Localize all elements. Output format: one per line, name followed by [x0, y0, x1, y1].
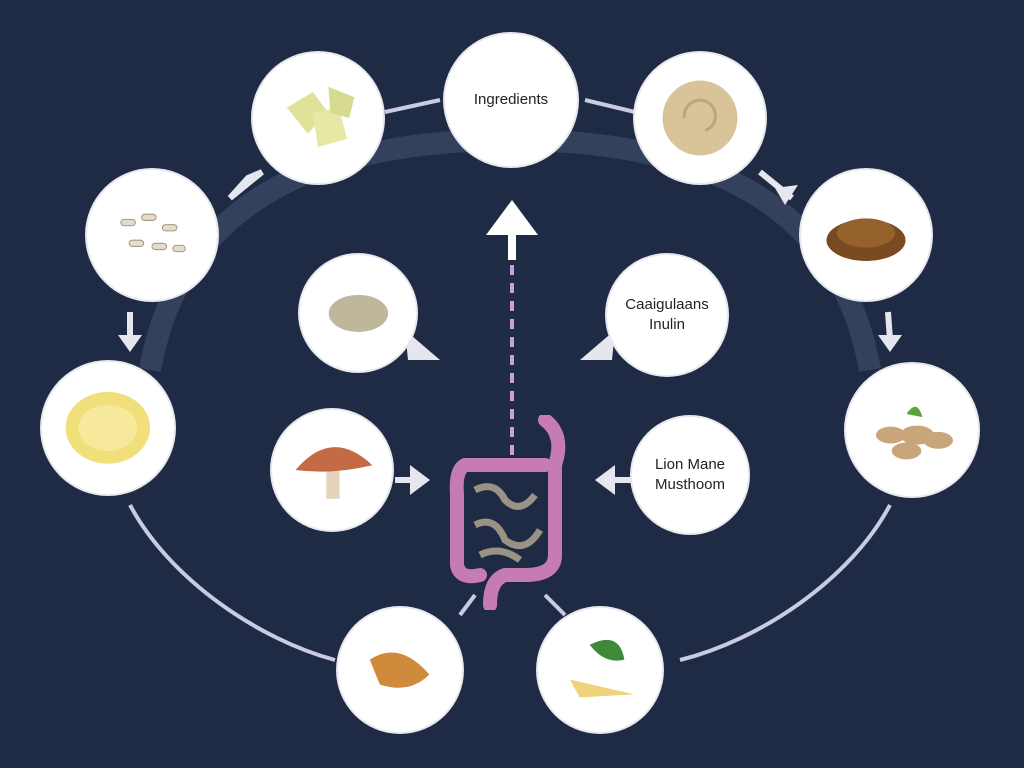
yellow-pasta-icon: [42, 362, 174, 494]
turmeric-root-icon: [338, 608, 462, 732]
white-grain-pieces-icon: [87, 170, 217, 300]
dried-shreds-icon: [801, 170, 931, 300]
inulin-label-line1: Caaigulaans: [625, 296, 709, 313]
ingredients-node: Ingredients: [445, 34, 577, 166]
lion-mane-label-line2: Musthoom: [654, 476, 726, 493]
lion-mane-label-line1: Lion Mane: [654, 456, 726, 473]
inulin-label-line2: Inulin: [649, 316, 685, 333]
dough-swirl-icon: [635, 53, 765, 183]
crushed-flakes-icon: [300, 255, 416, 371]
mushroom-icon: [272, 410, 392, 530]
potato-chunks-icon: [253, 53, 383, 183]
gut-intestine-icon: [449, 415, 566, 610]
ingredients-label: Ingredients: [473, 91, 549, 108]
leaf-and-root-icon: [538, 608, 662, 732]
root-tubers-icon: [846, 364, 978, 496]
